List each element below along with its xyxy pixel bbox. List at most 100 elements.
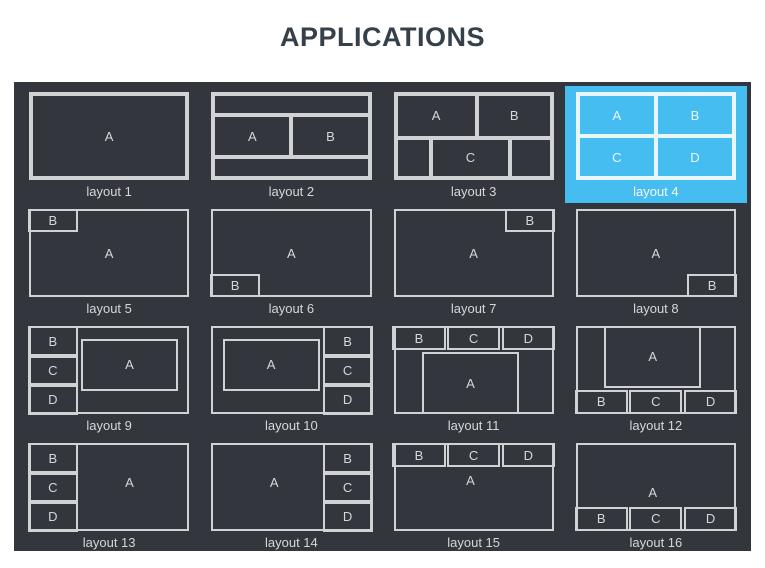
layout-caption: layout 5 <box>86 301 132 316</box>
layout-caption: layout 9 <box>86 418 132 433</box>
layout-caption: layout 11 <box>447 418 500 433</box>
layout-region-a: A <box>422 352 519 414</box>
layout-region-a: A <box>287 245 296 261</box>
layout-caption: layout 10 <box>264 418 318 433</box>
layout-region-a: A <box>469 245 478 261</box>
layout-region-d: D <box>684 507 738 531</box>
layout-region-c: C <box>322 472 373 503</box>
layout-caption: layout 1 <box>86 184 132 199</box>
layout-region-a: A <box>31 94 188 178</box>
layout-caption: layout 15 <box>447 535 500 550</box>
layout-region-c: C <box>27 355 78 386</box>
layout-region-c: C <box>447 326 501 350</box>
layout-region-c: C <box>322 355 373 386</box>
layout-region-b: B <box>655 94 734 136</box>
layout-region-c: C <box>577 136 656 178</box>
layout-region-d: D <box>655 136 734 178</box>
layout-region-a: A <box>648 484 658 500</box>
layout-region-b: B <box>27 326 78 356</box>
layout-region-a: A <box>213 115 292 157</box>
layout-region-b: B <box>27 443 78 473</box>
layout-region-empty <box>395 137 432 178</box>
layout-region-b: B <box>574 390 628 414</box>
layout-region-d: D <box>27 502 78 532</box>
layout-region-b: B <box>27 209 78 232</box>
layout-region-a: A <box>81 338 178 391</box>
layout-region-d: D <box>684 390 738 414</box>
layout-region-b: B <box>210 274 261 297</box>
layout-caption: layout 12 <box>629 418 683 433</box>
layout-region-b: B <box>392 443 446 467</box>
layout-region-empty <box>213 157 370 178</box>
layout-region-a: A <box>104 245 114 261</box>
layout-region-b: B <box>574 507 628 531</box>
layout-region-b: B <box>687 274 738 297</box>
layout-preview: A <box>29 92 190 180</box>
layout-region-b: B <box>504 209 555 232</box>
layout-region-a: A <box>269 475 279 491</box>
layout-region-b: B <box>322 326 373 356</box>
layout-region-d: D <box>322 385 373 415</box>
layout-caption: layout 8 <box>633 301 679 316</box>
layout-region-a: A <box>466 472 475 488</box>
layout-region-b: B <box>476 94 552 138</box>
layout-caption: layout 16 <box>629 535 683 550</box>
layout-caption: layout 3 <box>450 184 497 199</box>
layout-region-a: A <box>395 94 477 138</box>
layout-region-d: D <box>501 443 555 467</box>
layout-region-a: A <box>604 326 702 388</box>
layout-region-a: A <box>222 338 320 391</box>
layout-caption: layout 7 <box>450 301 497 316</box>
layout-region-empty <box>213 94 370 115</box>
layout-region-c: C <box>431 137 510 178</box>
layout-region-empty <box>509 137 552 178</box>
layout-region-c: C <box>629 507 683 531</box>
layout-region-b: B <box>291 115 370 157</box>
layout-region-b: B <box>322 443 373 473</box>
layout-region-c: C <box>629 390 683 414</box>
layout-region-c: C <box>447 443 501 467</box>
layout-region-d: D <box>322 502 373 532</box>
layout-region-a: A <box>125 475 134 491</box>
layout-caption: layout 14 <box>264 535 318 550</box>
layout-caption: layout 6 <box>268 301 315 316</box>
layout-region-b: B <box>392 326 446 350</box>
page-title: APPLICATIONS <box>279 22 485 52</box>
layout-caption: layout 13 <box>82 535 136 550</box>
layout-region-a: A <box>651 245 661 261</box>
layout-region-a: A <box>577 94 656 136</box>
layout-region-c: C <box>27 472 78 503</box>
